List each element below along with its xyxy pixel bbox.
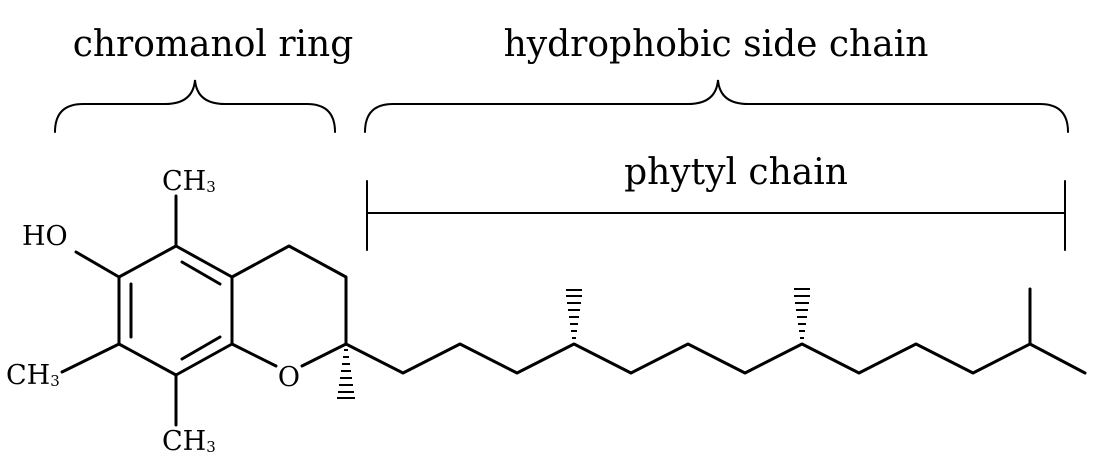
phytyl-chain-bracket [366,180,1066,251]
atom-hydroxyl: HO [22,221,68,252]
phytyl-chain-backbone [344,342,1087,375]
aromatic-ring [117,244,234,377]
atom-methyl-bottom: CH3 [162,426,216,457]
label-phytyl-chain: phytyl chain [624,152,848,193]
methyl-top-base: CH [162,166,206,197]
c4-hashed-methyl [566,289,582,339]
atom-methyl-left: CH3 [6,360,60,391]
label-hydrophobic-side-chain: hydrophobic side chain [504,24,929,65]
methyl-bottom-subscript: 3 [206,438,216,456]
substituent-bonds [60,194,178,427]
methyl-top-subscript: 3 [206,178,216,196]
brace-hydrophobic-side-chain [364,79,1069,133]
brace-chromanol-ring [54,79,336,133]
pyran-ring [230,244,348,368]
c8-hashed-methyl [794,288,810,339]
methyl-left-subscript: 3 [50,372,60,390]
methyl-left-base: CH [6,360,50,391]
atom-methyl-top: CH3 [162,166,216,197]
label-chromanol-ring: chromanol ring [73,24,354,65]
methyl-bottom-base: CH [162,426,206,457]
atom-ring-oxygen: O [278,362,300,393]
c2-hashed-methyl [337,349,355,399]
